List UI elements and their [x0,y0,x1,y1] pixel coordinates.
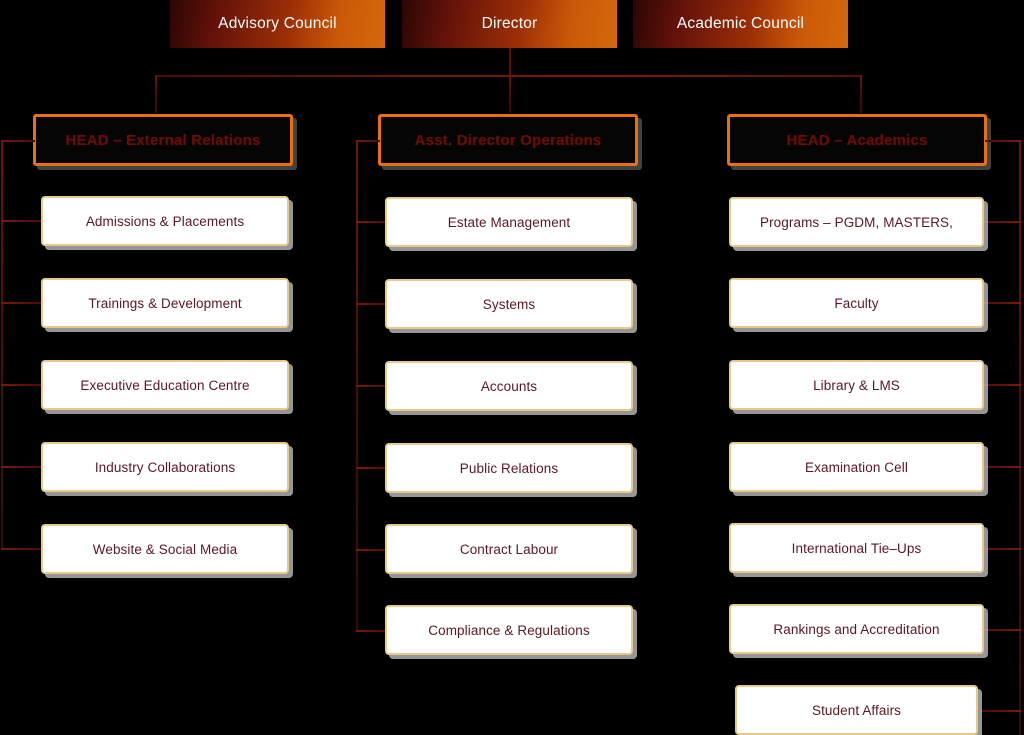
item-box-executive-education-centre[interactable]: Executive Education Centre [41,360,289,410]
connector-bus-to-head-3 [860,75,862,113]
branch-col3-item-4 [980,466,1021,468]
item-box-library-lms[interactable]: Library & LMS [729,360,984,410]
branch-col3-item-1 [980,221,1021,223]
item-label: Faculty [834,295,879,311]
item-box-rankings-accreditation[interactable]: Rankings and Accreditation [729,604,984,654]
item-box-programs[interactable]: Programs – PGDM, MASTERS, [729,197,984,247]
item-label: Compliance & Regulations [428,622,590,638]
head-box-label: HEAD – Academics [786,131,928,149]
branch-col3-item-2 [980,302,1021,304]
connector-director-down [509,48,511,76]
branch-col3-to-head [985,140,1021,142]
top-box-label: Academic Council [676,15,805,32]
top-box-label: Advisory Council [218,15,337,32]
item-box-estate-management[interactable]: Estate Management [385,197,633,247]
top-box-advisory-council[interactable]: Advisory Council [170,0,385,48]
item-label: Rankings and Accreditation [773,621,940,637]
item-box-website-social-media[interactable]: Website & Social Media [41,524,289,574]
item-label: Website & Social Media [92,541,238,557]
branch-col3-item-5 [980,548,1021,550]
item-box-faculty[interactable]: Faculty [729,278,984,328]
item-label: Library & LMS [813,377,900,393]
item-box-accounts[interactable]: Accounts [385,361,633,411]
branch-col3-item-3 [980,384,1021,386]
branch-col3-item-6 [980,629,1021,631]
head-box-external-relations[interactable]: HEAD – External Relations [33,114,293,166]
item-label: Trainings & Development [88,295,242,311]
branch-col2-item-1 [356,221,387,223]
item-box-compliance-regulations[interactable]: Compliance & Regulations [385,605,633,655]
item-label: Systems [482,296,536,312]
item-box-international-tie-ups[interactable]: International Tie–Ups [729,523,984,573]
item-label: Executive Education Centre [80,377,250,393]
top-box-academic-council[interactable]: Academic Council [633,0,848,48]
item-box-examination-cell[interactable]: Examination Cell [729,442,984,492]
spine-column-1 [1,140,3,550]
branch-col2-item-3 [356,385,387,387]
top-box-label: Director [481,15,538,32]
branch-col2-item-2 [356,303,387,305]
item-label: Examination Cell [805,459,908,475]
connector-horizontal-bus [155,75,862,77]
item-box-public-relations[interactable]: Public Relations [385,443,633,493]
branch-col3-item-7 [980,710,1021,712]
head-box-label: HEAD – External Relations [65,131,261,149]
top-box-director[interactable]: Director [402,0,617,48]
item-box-industry-collaborations[interactable]: Industry Collaborations [41,442,289,492]
branch-col1-to-head [1,140,35,142]
spine-column-3 [1019,140,1021,735]
item-box-student-affairs[interactable]: Student Affairs [735,685,978,735]
branch-col1-item-4 [1,466,43,468]
item-box-trainings-development[interactable]: Trainings & Development [41,278,289,328]
connector-bus-to-head-1 [155,75,157,113]
item-label: Programs – PGDM, MASTERS, [759,214,954,230]
branch-col2-item-5 [356,549,387,551]
head-box-label: Asst. Director Operations [414,131,602,149]
branch-col2-to-head [356,140,380,142]
item-label: Student Affairs [811,702,902,718]
connector-bus-to-head-2 [509,75,511,113]
branch-col1-item-1 [1,220,43,222]
item-label: International Tie–Ups [791,540,922,556]
item-label: Accounts [480,378,538,394]
item-label: Industry Collaborations [94,459,236,475]
head-box-academics[interactable]: HEAD – Academics [727,114,987,166]
branch-col1-item-5 [1,548,43,550]
item-label: Estate Management [447,214,571,230]
branch-col2-item-6 [356,630,387,632]
item-label: Public Relations [459,460,559,476]
branch-col1-item-3 [1,384,43,386]
branch-col2-item-4 [356,467,387,469]
item-box-systems[interactable]: Systems [385,279,633,329]
item-box-admissions-placements[interactable]: Admissions & Placements [41,196,289,246]
item-box-contract-labour[interactable]: Contract Labour [385,524,633,574]
branch-col1-item-2 [1,302,43,304]
head-box-asst-director-operations[interactable]: Asst. Director Operations [378,114,638,166]
item-label: Admissions & Placements [85,213,245,229]
item-label: Contract Labour [459,541,559,557]
